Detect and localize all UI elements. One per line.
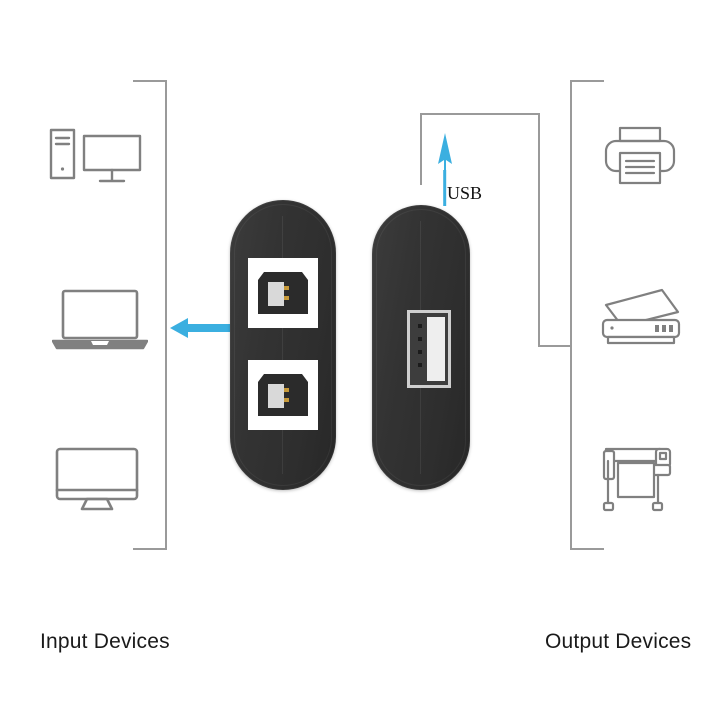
usb-path-top bbox=[420, 113, 540, 115]
usb-a-port bbox=[407, 310, 451, 388]
input-bracket-bottom-tick bbox=[133, 548, 167, 550]
usb-path-bottom bbox=[538, 345, 572, 347]
usb-b-adapter bbox=[230, 200, 336, 490]
adapter-highlight bbox=[234, 204, 332, 486]
monitor-icon bbox=[55, 447, 139, 511]
input-devices-label: Input Devices bbox=[40, 630, 170, 653]
adapter-seam bbox=[282, 216, 283, 474]
usb-path-right-leg bbox=[538, 113, 540, 347]
output-bracket-bottom-tick bbox=[570, 548, 604, 550]
output-bracket-top-tick bbox=[570, 80, 604, 82]
usb-b-port-1 bbox=[248, 258, 318, 328]
scanner-icon bbox=[601, 288, 681, 345]
usb-b-port-2 bbox=[248, 360, 318, 430]
output-devices-label: Output Devices bbox=[545, 630, 692, 653]
desktop-computer-icon bbox=[49, 128, 142, 183]
printer-icon bbox=[604, 126, 676, 185]
input-left-arrow-icon bbox=[170, 318, 230, 338]
usb-up-arrow-icon bbox=[438, 133, 452, 206]
plotter-icon bbox=[602, 447, 672, 512]
laptop-icon bbox=[52, 289, 148, 350]
input-bracket-top-tick bbox=[133, 80, 167, 82]
input-bracket-vertical bbox=[165, 80, 167, 550]
output-bracket-vertical bbox=[570, 80, 572, 550]
usb-path-left-leg bbox=[420, 113, 422, 185]
usb-label: USB bbox=[447, 183, 483, 203]
